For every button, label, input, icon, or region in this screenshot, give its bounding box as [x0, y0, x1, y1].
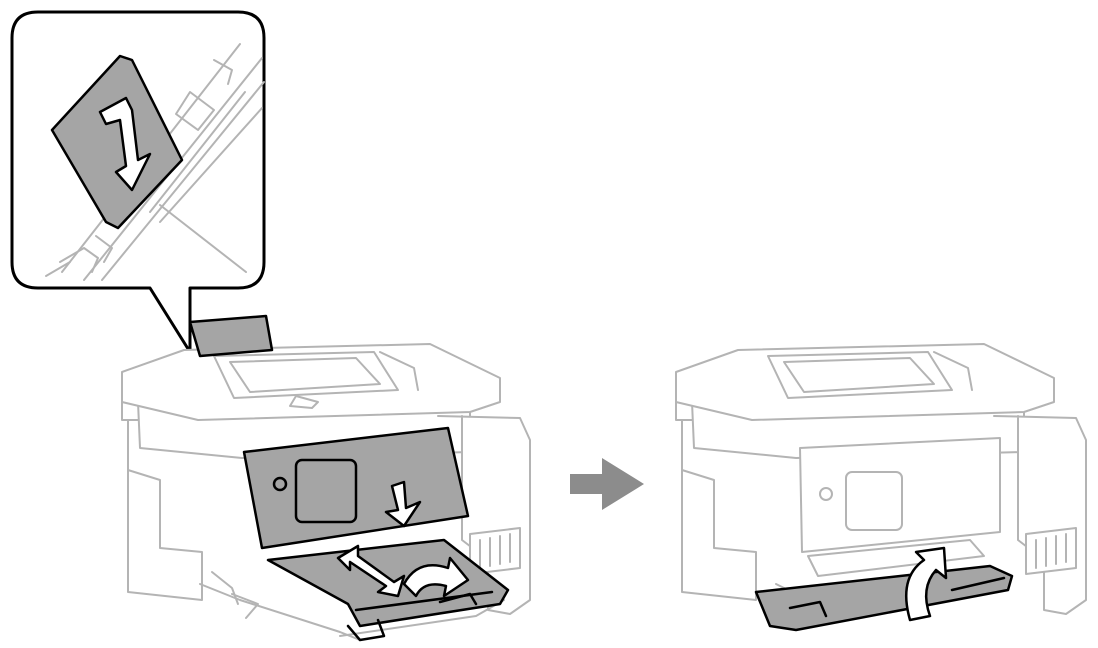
curved-arrow-icon: [402, 556, 470, 598]
paper-guide: [50, 54, 184, 230]
push-arrow-icon: [336, 544, 406, 598]
output-tray-lowered: [754, 564, 1014, 632]
zoom-callout: [10, 10, 266, 354]
curved-arrow-icon: [904, 546, 948, 622]
callout-printer-detail: [45, 43, 265, 281]
down-arrow-icon: [384, 480, 422, 528]
power-button: [272, 476, 288, 492]
right-arrow-icon: [570, 458, 644, 510]
down-arrow-icon: [98, 96, 152, 192]
panel-screen: [294, 458, 358, 524]
printer-right: [675, 343, 1087, 632]
printer-left: [121, 314, 531, 642]
paper-support: [188, 314, 274, 358]
